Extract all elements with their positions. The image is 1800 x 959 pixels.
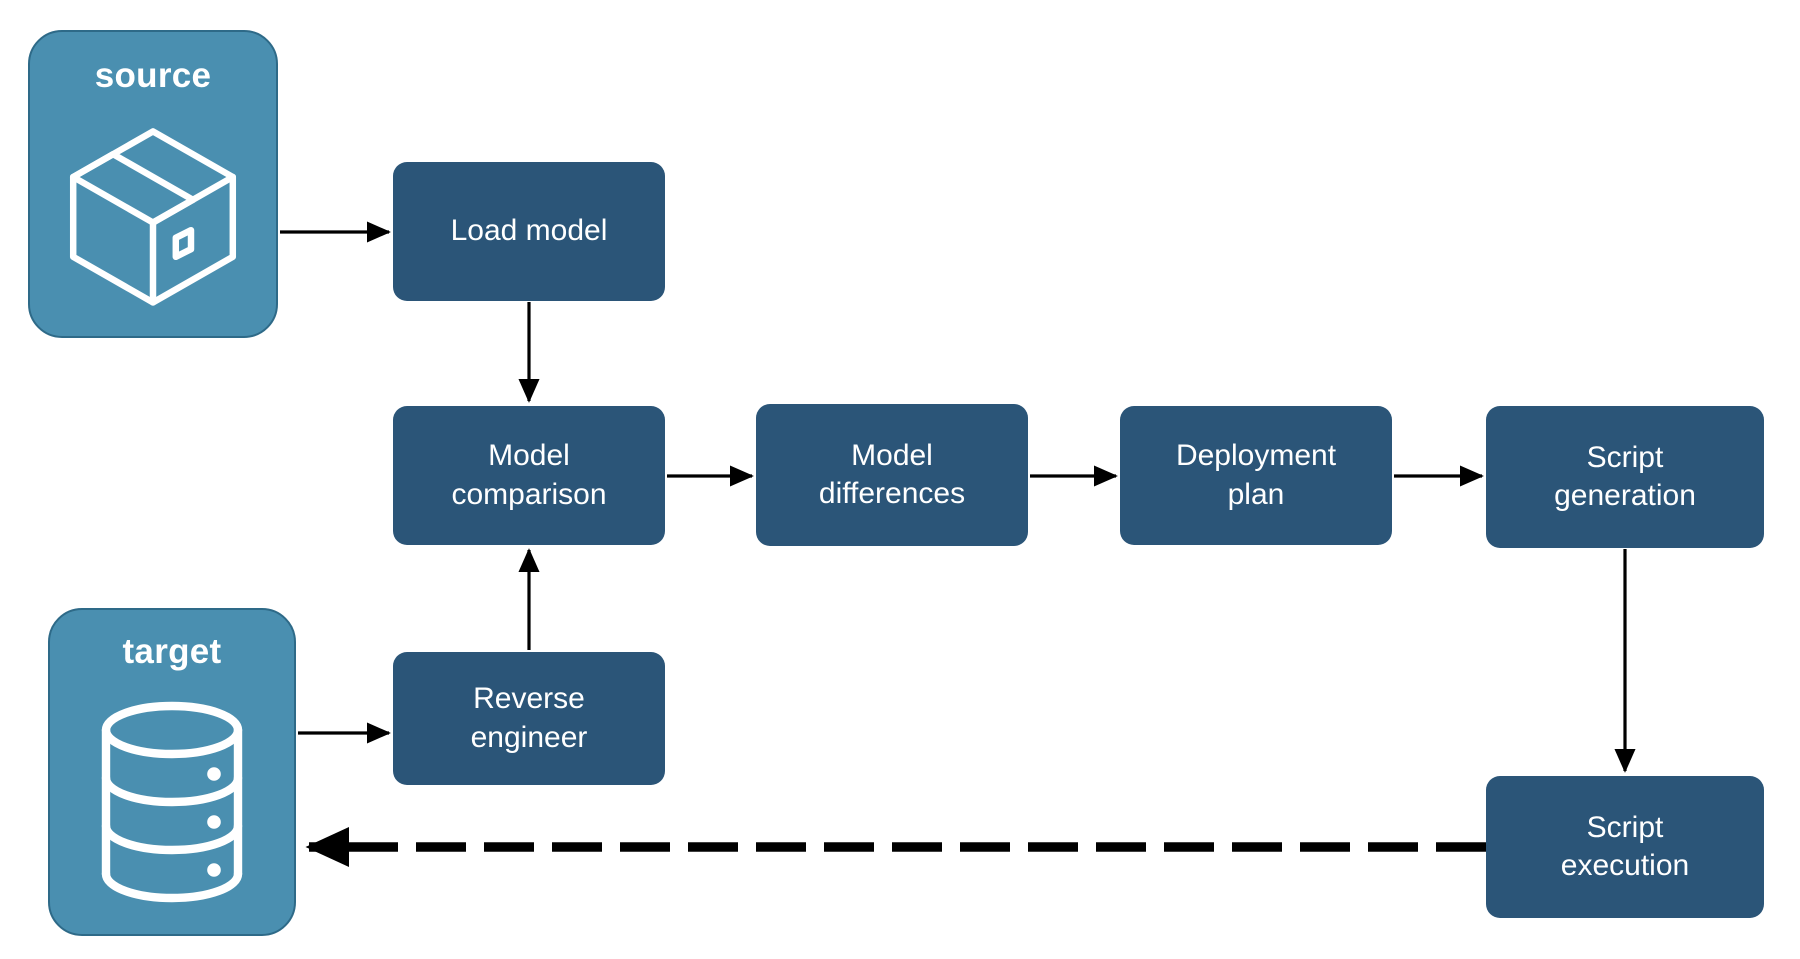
- process-box-script-execution[interactable]: Script execution: [1486, 776, 1764, 918]
- endpoint-target-label: target: [122, 632, 222, 671]
- process-box-model-differences[interactable]: Model differences: [756, 404, 1028, 546]
- process-box-script-generation-label: Script generation: [1554, 440, 1696, 512]
- process-box-load-model[interactable]: Load model: [393, 162, 665, 301]
- process-box-script-generation[interactable]: Script generation: [1486, 406, 1764, 548]
- process-box-deployment-plan[interactable]: Deployment plan: [1120, 406, 1392, 545]
- process-box-model-comparison-label: Model comparison: [451, 439, 607, 511]
- process-box-reverse-engineer-label: Reverse engineer: [470, 682, 588, 754]
- package-box-icon: [30, 93, 276, 336]
- process-box-model-differences-label: Model differences: [818, 438, 966, 510]
- process-box-script-execution-label: Script execution: [1560, 810, 1690, 882]
- process-box-model-comparison[interactable]: Model comparison: [393, 406, 665, 545]
- endpoint-target[interactable]: target: [48, 608, 296, 936]
- endpoint-source-label: source: [94, 56, 212, 95]
- process-box-reverse-engineer[interactable]: Reverse engineer: [393, 652, 665, 785]
- endpoint-source[interactable]: source: [28, 30, 278, 338]
- process-box-load-model-label: Load model: [450, 214, 608, 248]
- database-cylinder-icon: [50, 669, 294, 934]
- process-box-deployment-plan-label: Deployment plan: [1175, 439, 1337, 511]
